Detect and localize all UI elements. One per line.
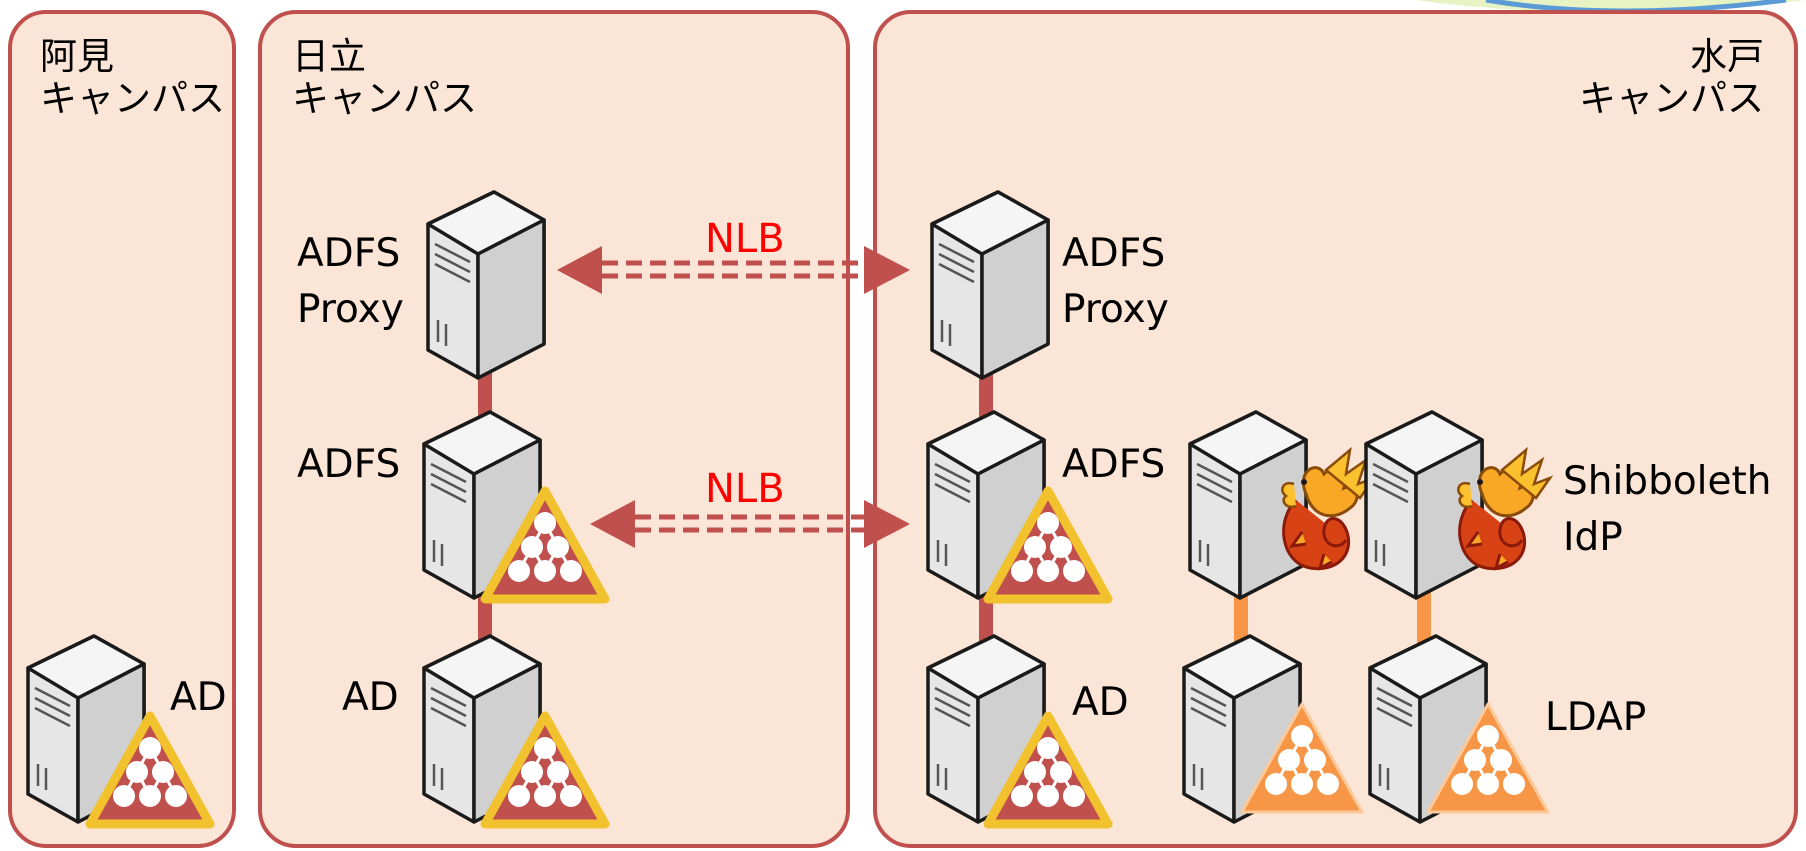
hitachi-campus-label: 日立 キャンパス [292, 35, 477, 120]
hitachi-ad-label: AD [342, 675, 399, 720]
nlb-arrow-icon [557, 246, 910, 294]
mito-ad-label: AD [1072, 680, 1129, 725]
hitachi-campus-panel [258, 10, 850, 848]
ami-ad-label: AD [170, 675, 227, 720]
mito-campus-label: 水戸 キャンパス [1579, 35, 1764, 120]
mito-shibboleth-idp-label: Shibboleth IdP [1563, 459, 1772, 560]
mito-adfs-label: ADFS [1062, 442, 1166, 487]
hitachi-adfs-proxy-label: ADFS Proxy [297, 231, 404, 332]
hitachi-adfs-proxy-server-icon [426, 190, 546, 380]
mito-ldap-label: LDAP [1545, 695, 1647, 740]
ami-campus-label: 阿見 キャンパス [40, 35, 225, 120]
nlb-arrow-icon [590, 500, 910, 548]
nlb-label-top: NLB [705, 216, 785, 262]
mito-adfs-proxy-server-icon [930, 190, 1050, 380]
hitachi-adfs-label: ADFS [297, 442, 401, 487]
nlb-label-bottom: NLB [705, 466, 785, 512]
mito-adfs-proxy-label: ADFS Proxy [1062, 231, 1169, 332]
